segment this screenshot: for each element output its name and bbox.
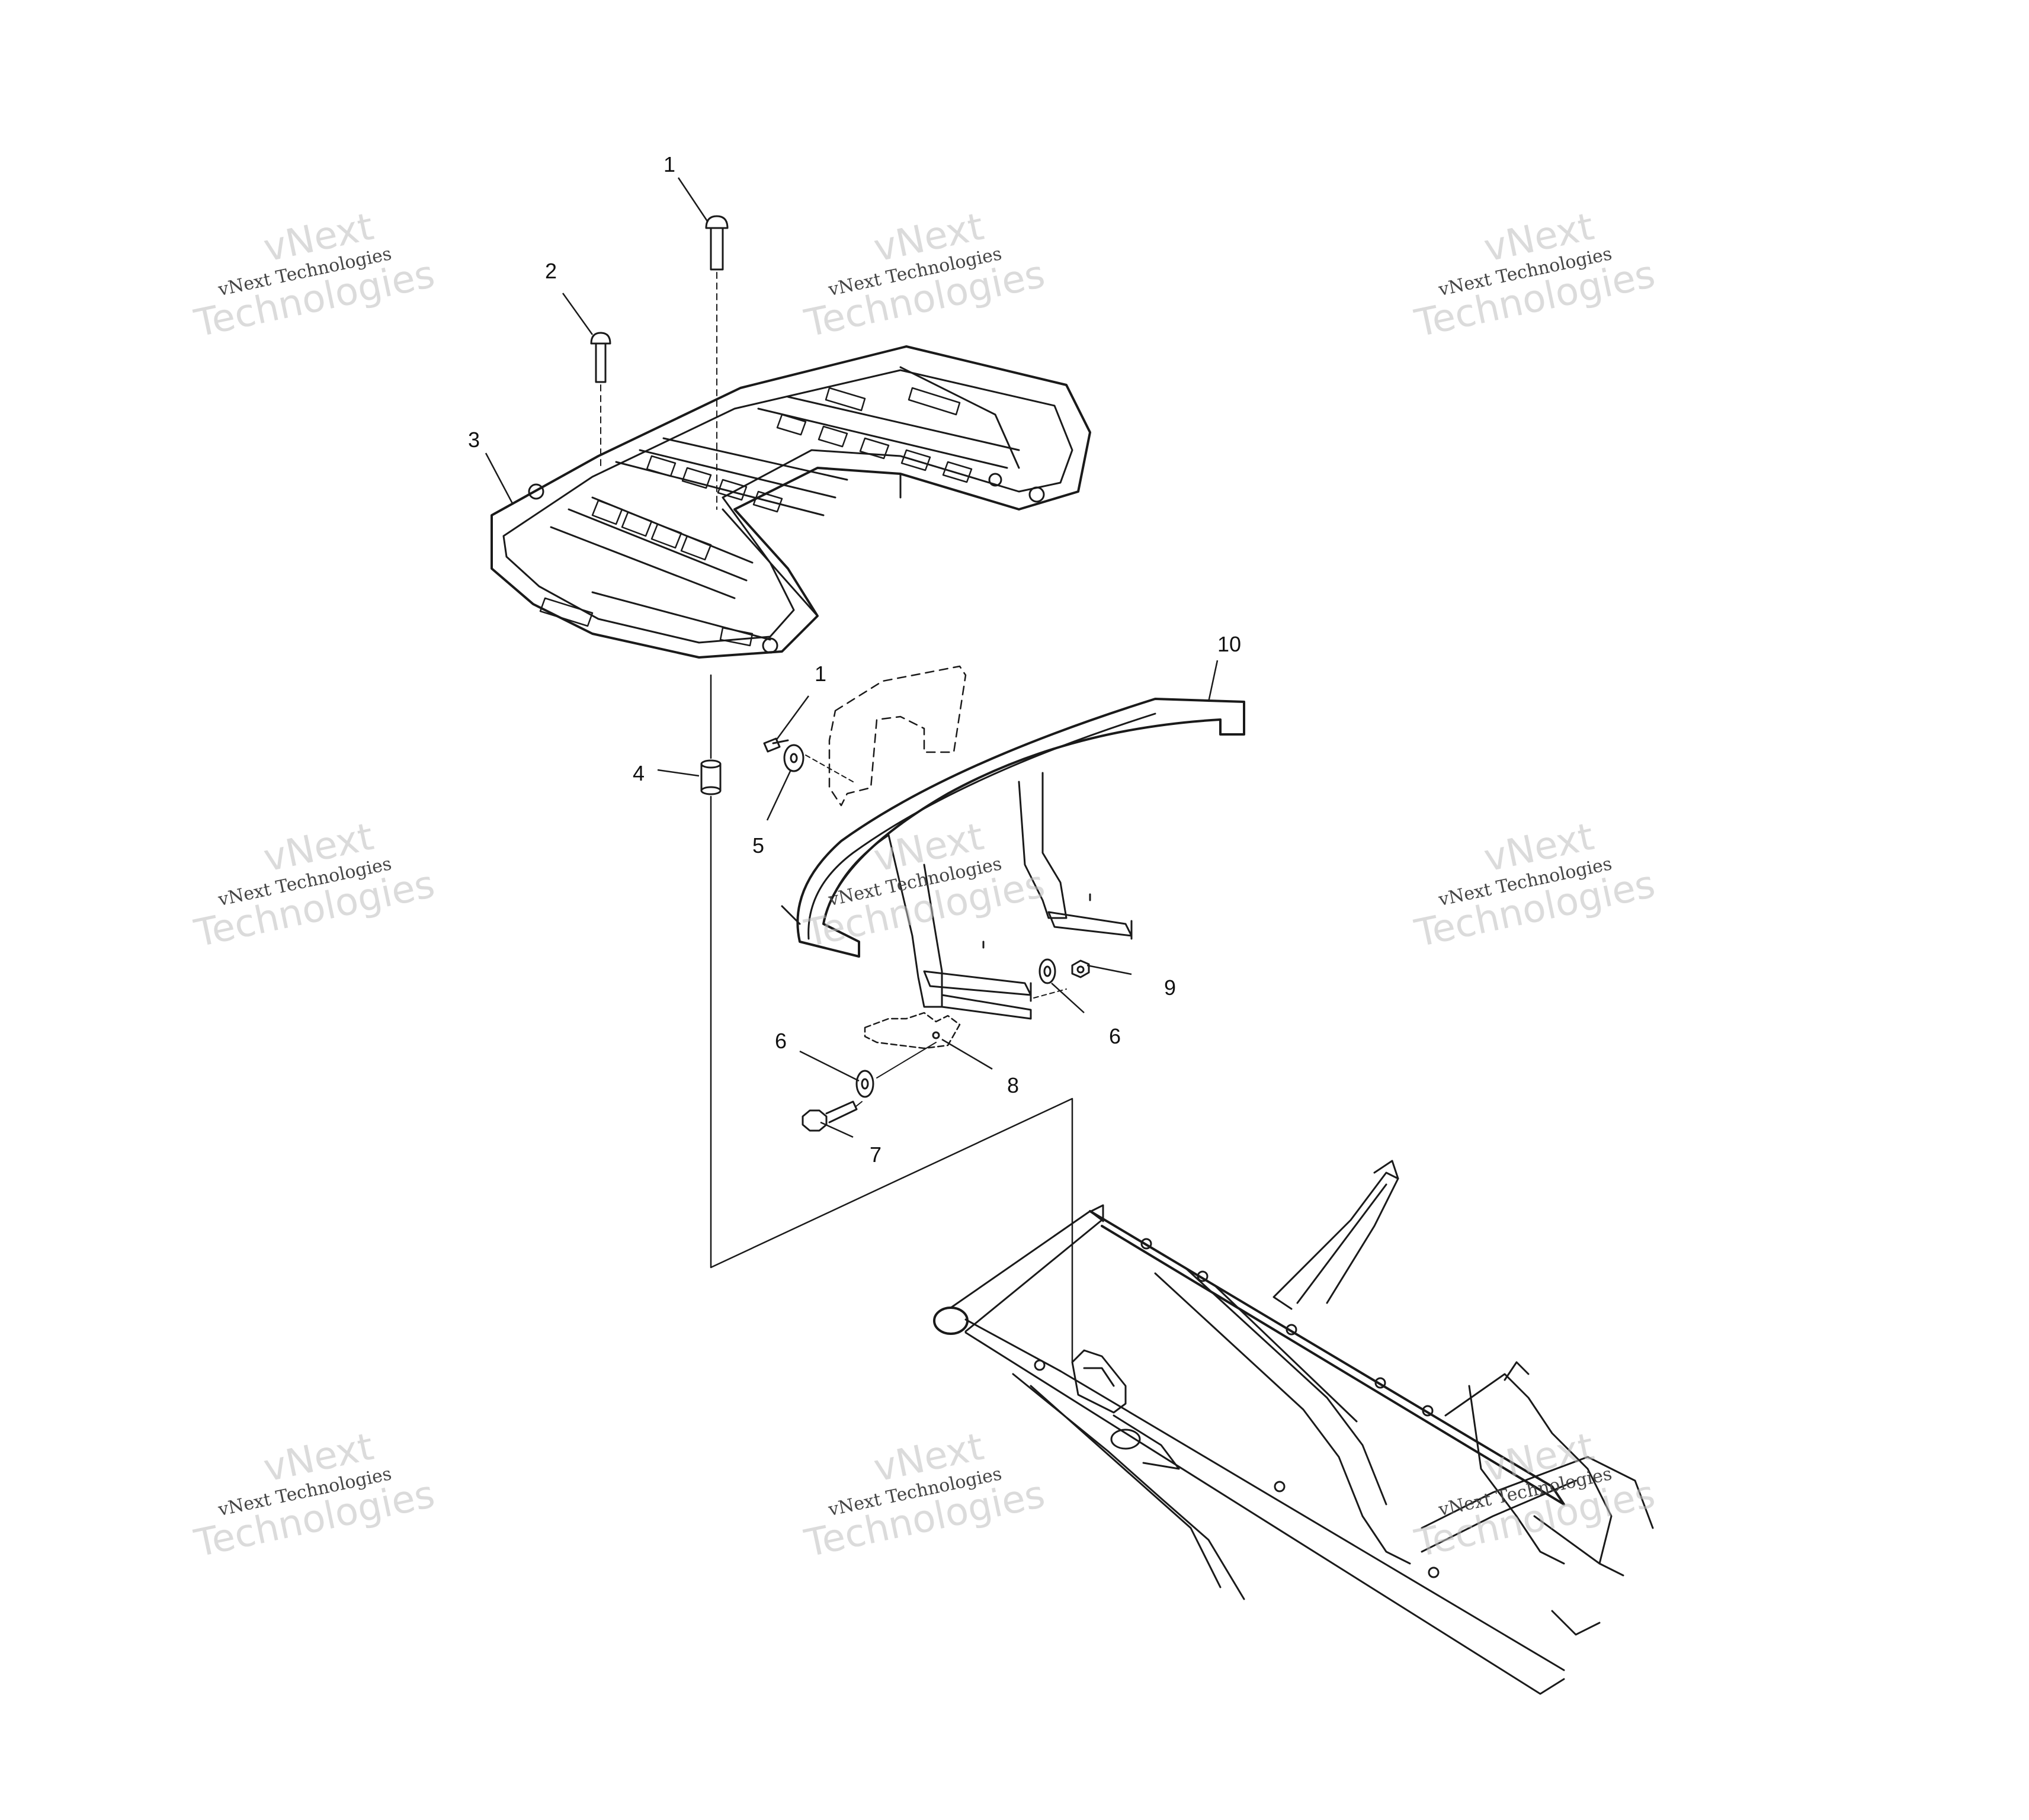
vehicle-frame bbox=[933, 1160, 1654, 1695]
plate-8 bbox=[864, 1012, 961, 1049]
callout-3: 3 bbox=[468, 428, 480, 452]
watermarks: vNext vNext Technologies Technologies vN… bbox=[191, 205, 1659, 1566]
callout-8: 8 bbox=[1007, 1073, 1019, 1097]
bolt-2-top bbox=[590, 332, 611, 383]
bumper-bar-10 bbox=[781, 698, 1245, 1020]
washer-6-right bbox=[1038, 958, 1056, 984]
watermark: vNext vNext Technologies Technologies bbox=[191, 815, 439, 956]
callout-9: 9 bbox=[1164, 975, 1176, 1000]
nut-9 bbox=[1071, 959, 1090, 978]
watermark: vNext vNext Technologies Technologies bbox=[1411, 1425, 1659, 1566]
watermark: vNext vNext Technologies Technologies bbox=[1411, 205, 1659, 346]
watermark: vNext vNext Technologies Technologies bbox=[801, 815, 1049, 956]
callout-5: 5 bbox=[752, 833, 764, 858]
bolt-1-top bbox=[705, 215, 729, 271]
watermark: vNext vNext Technologies Technologies bbox=[191, 1425, 439, 1566]
bolt-1-small bbox=[763, 737, 789, 753]
watermark: vNext vNext Technologies Technologies bbox=[801, 205, 1049, 346]
callout-1-lower: 1 bbox=[815, 662, 826, 686]
washer-6-left bbox=[855, 1070, 874, 1098]
callout-6-right: 6 bbox=[1109, 1024, 1121, 1048]
spacer-4 bbox=[700, 759, 722, 795]
watermark: vNext vNext Technologies Technologies bbox=[191, 205, 439, 346]
watermark: vNext vNext Technologies Technologies bbox=[1411, 815, 1659, 956]
callout-4: 4 bbox=[633, 761, 645, 785]
washer-5 bbox=[783, 744, 804, 772]
callout-leaders bbox=[485, 177, 1219, 1138]
callout-10: 10 bbox=[1217, 632, 1241, 656]
rear-rack bbox=[491, 345, 1091, 659]
callout-6-left: 6 bbox=[775, 1029, 787, 1053]
callout-7: 7 bbox=[870, 1142, 882, 1167]
callout-labels: 1 2 3 1 10 4 5 9 6 6 8 7 bbox=[468, 152, 1241, 1167]
watermark: vNext vNext Technologies Technologies bbox=[801, 1425, 1049, 1566]
callout-1-top: 1 bbox=[663, 152, 675, 176]
callout-2: 2 bbox=[545, 259, 557, 283]
